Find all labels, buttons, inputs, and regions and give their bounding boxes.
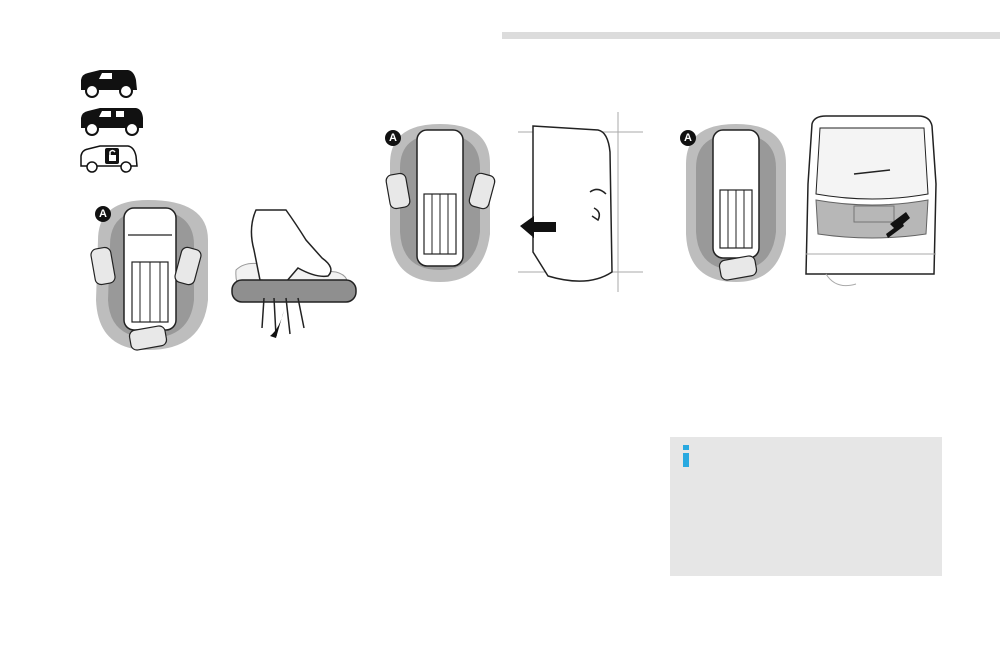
- info-box: [670, 437, 942, 576]
- section-header-bar: [502, 32, 1000, 39]
- marker-a: A: [95, 206, 111, 222]
- marker-a: A: [680, 130, 696, 146]
- marker-a: A: [385, 130, 401, 146]
- van-top-view-figure-3: [680, 124, 792, 284]
- van-unlock-icon: [80, 145, 138, 173]
- info-icon: [683, 445, 689, 467]
- sliding-side-door-figure: [518, 112, 643, 292]
- vehicle-icons: [78, 66, 144, 176]
- van-top-view-figure-1: [88, 200, 218, 360]
- van-long-icon: [81, 108, 143, 136]
- rear-tailgate-figure: [805, 114, 937, 292]
- van-top-view-figure-2: [384, 124, 496, 284]
- van-icon: [81, 70, 137, 98]
- door-handle-hand-figure: [226, 209, 357, 345]
